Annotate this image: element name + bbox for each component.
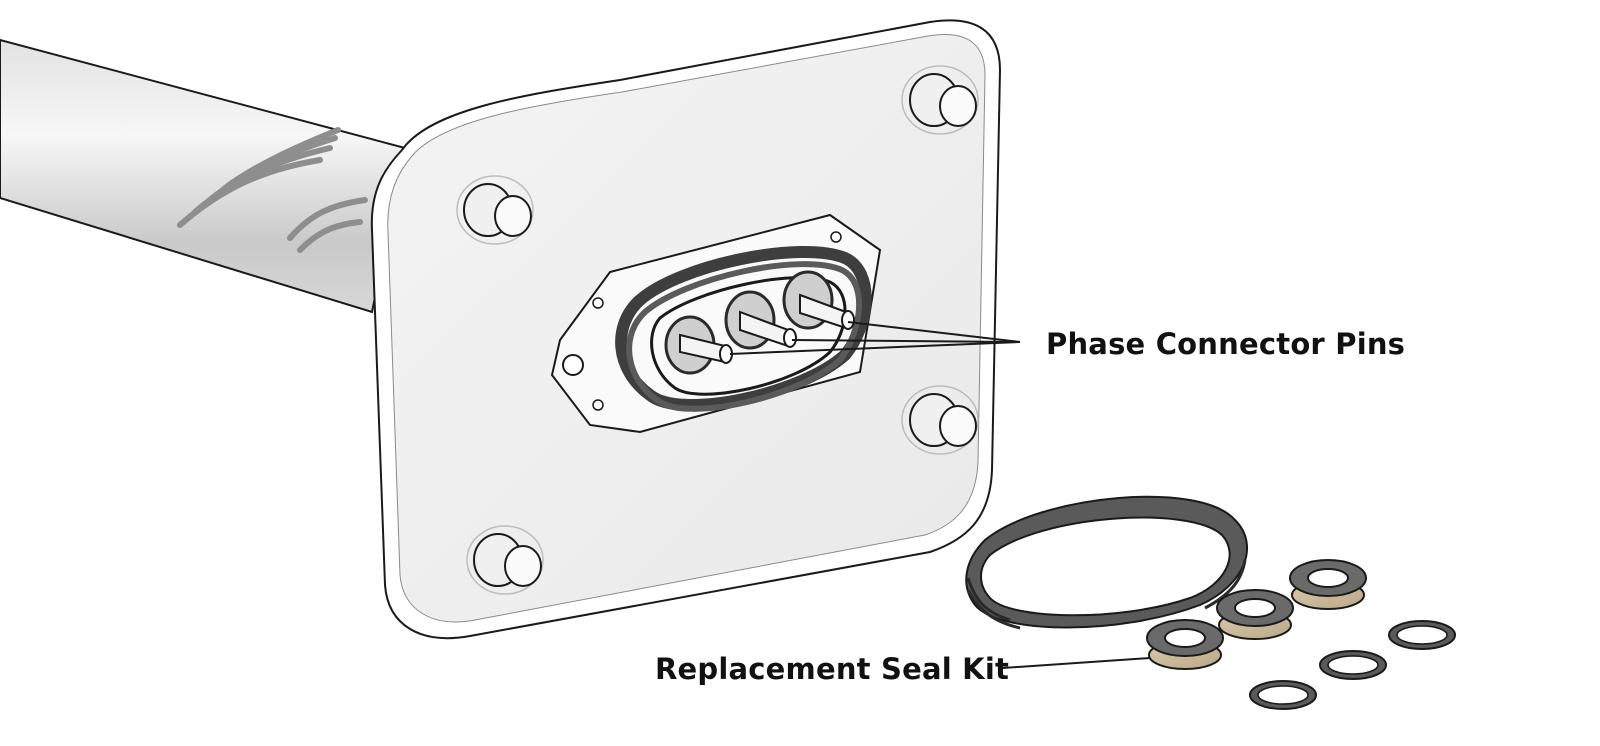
kit-washer-2 [1319, 650, 1387, 680]
replacement-seal-kit-label: Replacement Seal Kit [655, 652, 1010, 686]
bolt-bottom-left [466, 525, 544, 595]
phase-connector-pins-label: Phase Connector Pins [1046, 327, 1406, 361]
kit-grommet-2 [1216, 589, 1294, 640]
connector-housing [550, 213, 882, 434]
seal-kit [965, 495, 1456, 710]
bolt-bottom-right [901, 385, 979, 455]
kit-washer-3 [1388, 620, 1456, 650]
kit-grommet-1 [1146, 619, 1224, 670]
logo-mark [177, 127, 368, 253]
pins-leader-lines [729, 321, 1021, 355]
phase-pin-3 [799, 293, 855, 330]
bolt-top-left [456, 175, 534, 245]
phase-pin-1 [679, 333, 733, 364]
installed-gasket [615, 246, 872, 412]
kit-grommet-3 [1289, 559, 1367, 610]
kit-oval-gasket [965, 495, 1249, 630]
seal-kit-leader-line [1002, 657, 1151, 669]
bolt-top-right [901, 65, 979, 135]
phase-pin-2 [739, 310, 797, 348]
shaft [0, 38, 407, 314]
kit-washer-1 [1249, 680, 1317, 710]
